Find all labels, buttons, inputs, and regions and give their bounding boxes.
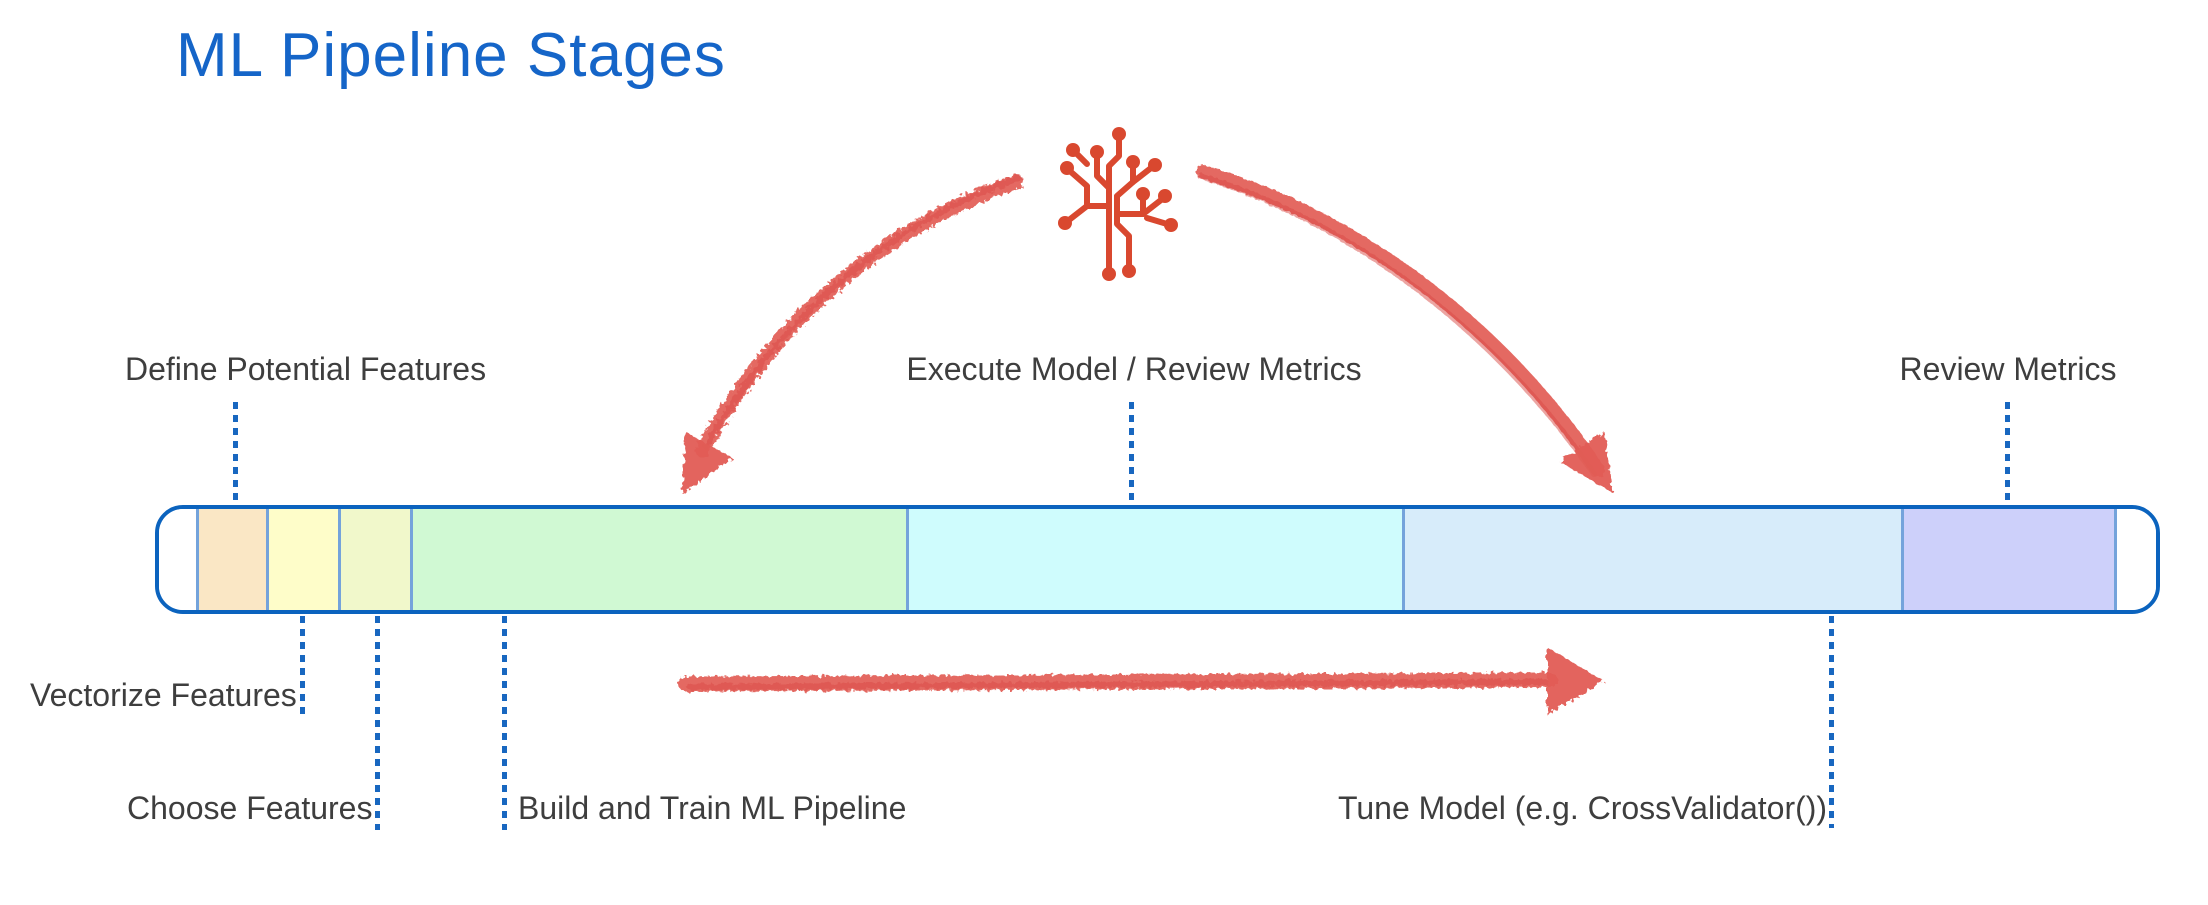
horizontal-arrow-right-icon: [678, 647, 1604, 715]
bar-segment-tail-blank: [2114, 509, 2156, 610]
leader-line-define-potential-features: [233, 402, 238, 503]
leader-line-choose-features: [375, 616, 380, 830]
stage-label-define-potential-features: Define Potential Features: [125, 351, 487, 387]
circuit-brain-icon: [1058, 127, 1178, 281]
stage-label-review-metrics: Review Metrics: [1899, 351, 2117, 387]
leader-line-vectorize-features: [300, 616, 305, 720]
pipeline-bar: [155, 505, 2160, 614]
stage-label-choose-features: Choose Features: [127, 790, 373, 826]
stage-label-execute-model-review-metrics: Execute Model / Review Metrics: [906, 351, 1362, 387]
bar-segment-execute-model: [906, 509, 1402, 610]
stage-label-tune-model: Tune Model (e.g. CrossValidator()): [1338, 790, 1828, 826]
leader-line-execute-model-review-metrics: [1129, 402, 1134, 503]
bar-segment-lead-blank: [159, 509, 196, 610]
bar-segment-vectorize-features: [266, 509, 338, 610]
stage-label-build-and-train-ml-pipeline: Build and Train ML Pipeline: [518, 790, 907, 826]
curved-arrow-down-left-icon: [682, 175, 1023, 494]
leader-line-review-metrics: [2005, 402, 2010, 503]
circuit-node-dots: [1058, 127, 1178, 281]
page-title: ML Pipeline Stages: [176, 21, 726, 90]
bar-segment-review-metrics: [1901, 509, 2114, 610]
bar-segment-tune-model: [1402, 509, 1901, 610]
leader-line-build-and-train-ml-pipeline: [502, 616, 507, 830]
bar-segment-build-and-train: [410, 509, 906, 610]
bar-segment-define-potential-features: [196, 509, 266, 610]
bar-segment-choose-features: [338, 509, 410, 610]
stage-label-vectorize-features: Vectorize Features: [30, 677, 297, 713]
leader-line-tune-model: [1829, 616, 1834, 828]
curved-arrow-down-right-icon: [1196, 165, 1613, 493]
